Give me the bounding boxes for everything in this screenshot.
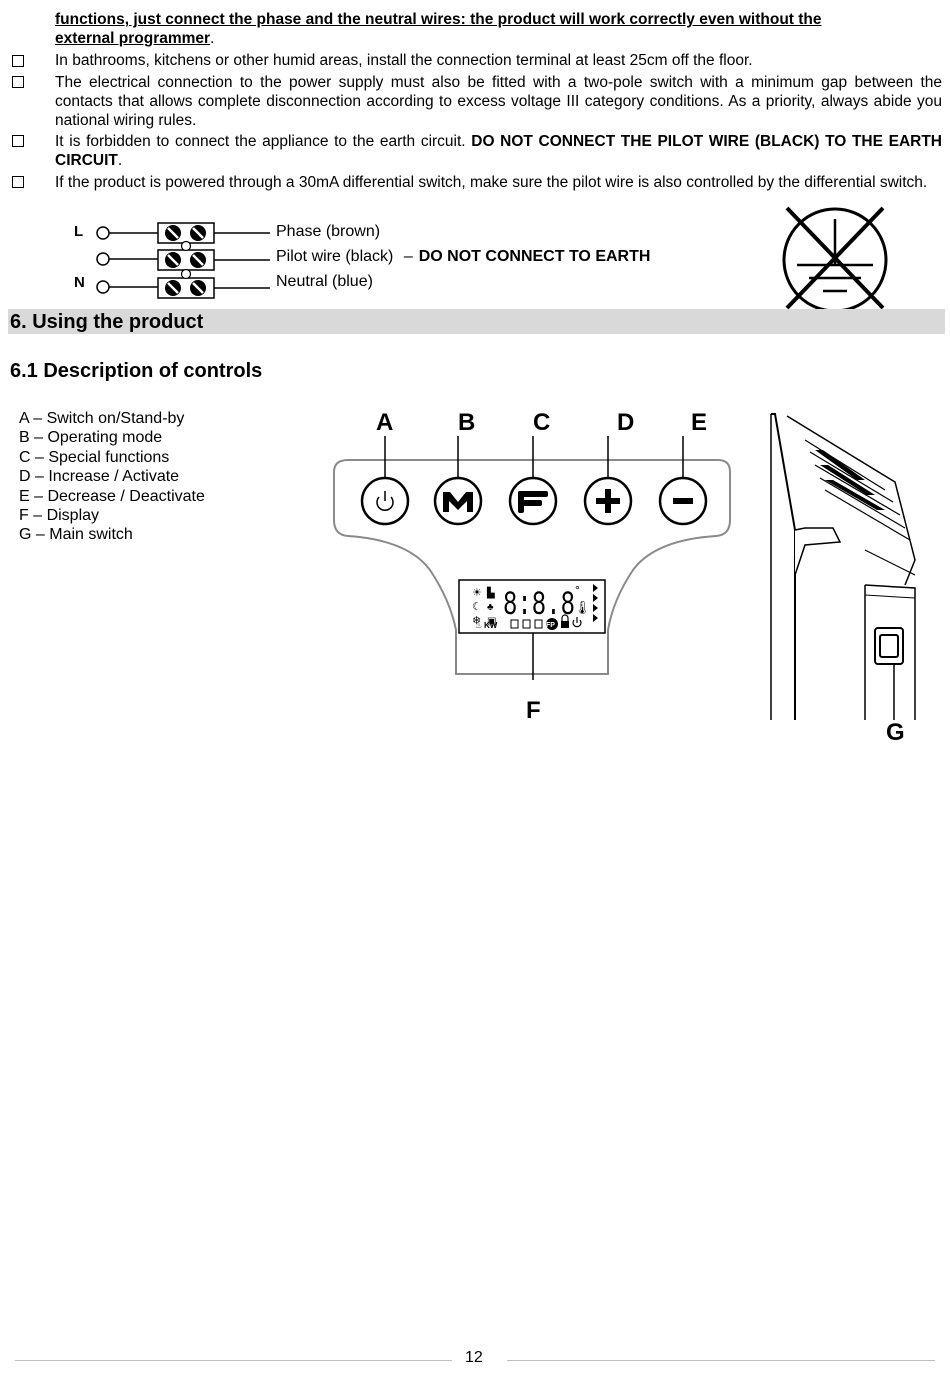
svg-text:KW: KW: [484, 621, 498, 630]
intro-paragraph-continued: functions, just connect the phase and th…: [55, 10, 942, 48]
pilot-wire-text: Pilot wire (black): [276, 248, 394, 265]
earth-warning-end: .: [117, 152, 123, 169]
mode-icon: [443, 492, 473, 512]
footer-rule-right: [507, 1360, 935, 1361]
label-b: B: [458, 409, 476, 436]
label-e: E: [691, 409, 708, 436]
functions-icon: [518, 491, 548, 513]
svg-text:8:8.8: 8:8.8: [503, 587, 575, 625]
earth-warning-bold: DO NOT CONNECT THE PILOT WIRE (BLACK) TO…: [55, 133, 942, 169]
bullet-checkbox-icon: [12, 55, 24, 67]
differential-switch-paragraph: If the product is powered through a 30mA…: [55, 174, 928, 191]
wiring-terminal-diagram: [96, 222, 270, 299]
svg-text:▙: ▙: [486, 586, 495, 599]
svg-text:FP: FP: [546, 622, 555, 629]
legend-item-b: B – Operating mode: [19, 429, 163, 447]
bullet-checkbox-icon: [12, 176, 24, 188]
intro-line-2-end: .: [210, 30, 215, 47]
phase-wire-label: Phase (brown): [276, 223, 381, 240]
legend-item-g: G – Main switch: [19, 526, 133, 544]
svg-text:☾: ☾: [472, 601, 482, 613]
svg-text:❄: ❄: [472, 615, 481, 627]
label-d: D: [617, 409, 635, 436]
section-title: 6. Using the product: [10, 311, 204, 333]
intro-line-2: external programmer: [55, 30, 211, 47]
legend-item-c: C – Special functions: [19, 448, 170, 466]
neutral-label: N: [74, 274, 85, 291]
label-a: A: [376, 409, 394, 436]
bullet-checkbox-icon: [12, 135, 24, 147]
earth-circuit-paragraph: It is forbidden to connect the appliance…: [55, 132, 942, 170]
minus-icon: [673, 498, 693, 504]
bullet-checkbox-icon: [12, 76, 24, 88]
intro-line-1: functions, just connect the phase and th…: [55, 11, 822, 28]
live-label: L: [74, 223, 84, 240]
svg-text:°: °: [575, 583, 580, 597]
section-heading-bar: [8, 309, 945, 334]
power-icon: [376, 491, 394, 512]
label-f: F: [526, 697, 541, 724]
earth-warning-start: It is forbidden to connect the appliance…: [55, 133, 472, 150]
page-number: 12: [465, 1349, 483, 1366]
neutral-wire-label: Neutral (blue): [276, 273, 373, 290]
svg-text:☀: ☀: [472, 587, 482, 599]
legend-item-d: D – Increase / Activate: [19, 468, 180, 486]
svg-text:🌡: 🌡: [574, 600, 591, 615]
pilot-wire-warning: DO NOT CONNECT TO EARTH: [418, 248, 651, 265]
svg-text:♨: ♨: [475, 621, 482, 630]
svg-text:▣: ▣: [487, 616, 496, 627]
controls-legend: A – Switch on/Stand-by B – Operating mod…: [19, 409, 205, 545]
pilot-wire-label: Pilot wire (black) –DO NOT CONNECT TO EA…: [276, 247, 650, 267]
footer-rule-left: [15, 1360, 452, 1361]
label-g: G: [886, 719, 905, 746]
two-pole-switch-paragraph: The electrical connection to the power s…: [55, 74, 942, 129]
plus-icon: [596, 489, 620, 513]
subsection-title: 6.1 Description of controls: [10, 360, 263, 382]
heater-side-view: [770, 413, 916, 720]
humid-areas-paragraph: In bathrooms, kitchens or other humid ar…: [55, 52, 753, 69]
legend-item-a: A – Switch on/Stand-by: [19, 410, 185, 427]
pilot-wire-dash: –: [403, 248, 413, 265]
no-earth-icon: [782, 206, 888, 310]
control-panel-diagram: ☀ ☾ ❄ ▙ ♣ ▣ ♨ KW 8:8.8 ° 🌡 FP: [333, 436, 731, 680]
label-c: C: [533, 409, 551, 436]
legend-item-f: F – Display: [19, 507, 100, 525]
svg-text:♣: ♣: [487, 602, 494, 613]
legend-item-e: E – Decrease / Deactivate: [19, 487, 205, 505]
